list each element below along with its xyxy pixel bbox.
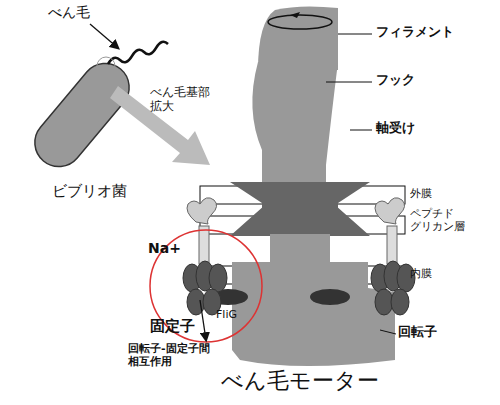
- part-label: 固定子: [150, 318, 195, 335]
- flagellum-label: べん毛: [48, 4, 90, 20]
- organism-label: ビブリオ菌: [52, 183, 127, 200]
- part-label: 軸受け: [376, 121, 415, 136]
- part-label: 回転子: [398, 325, 437, 340]
- membrane-label: 外膜: [410, 188, 432, 201]
- zoom-label: べん毛基部 拡大: [150, 86, 226, 114]
- protein-label: FliG: [216, 309, 237, 322]
- ion-label: Na+: [148, 240, 181, 256]
- part-label: フィラメント: [376, 25, 454, 40]
- interaction-label: 回転子-固定子間 相互作用: [128, 343, 244, 368]
- caption: べん毛モーター: [221, 368, 379, 393]
- part-label: フック: [376, 73, 415, 88]
- membrane-label: ペプチド グリカン層: [410, 208, 492, 233]
- membrane-label: 内膜: [410, 268, 432, 281]
